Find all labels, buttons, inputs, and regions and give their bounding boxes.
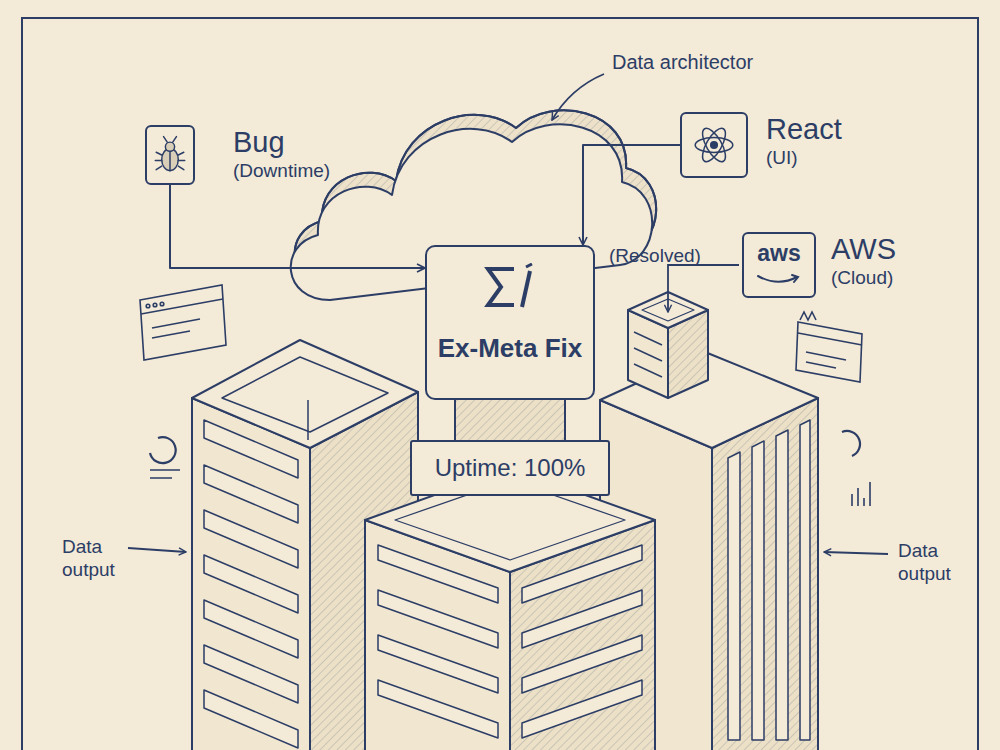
output-label: Data output	[898, 540, 970, 586]
icon-subtitle: (UI)	[766, 147, 842, 170]
callout-label: Data architector	[612, 50, 753, 74]
bug-icon	[147, 127, 193, 183]
icon-subtitle: (Cloud)	[831, 267, 896, 290]
box-content: aws	[744, 234, 814, 296]
connector-arrow	[170, 185, 425, 268]
box-text: aws	[757, 240, 800, 268]
icon-caption: Bug(Downtime)	[233, 125, 330, 183]
aws-smile-arrow	[754, 272, 804, 288]
middle-building	[365, 398, 655, 750]
icon-heading: Bug	[233, 125, 330, 160]
bug-icon-box: Bug(Downtime)	[145, 125, 195, 185]
icon-caption: AWS(Cloud)	[831, 232, 896, 290]
uptime-box: Uptime: 100%	[410, 440, 610, 496]
box-content	[682, 114, 746, 176]
box-content: Ex-Meta Fix	[427, 247, 593, 398]
output-label: Data output	[62, 536, 134, 582]
react-icon-box: React(UI)	[680, 112, 748, 178]
box-text: Uptime: 100%	[435, 454, 586, 483]
box-content	[147, 127, 193, 183]
sigma-logo	[480, 263, 540, 311]
resolved-fix-box: (Resolved)Ex-Meta Fix	[425, 245, 595, 400]
page-frame	[22, 18, 978, 750]
react-icon	[682, 114, 746, 176]
icon-heading: AWS	[831, 232, 896, 267]
icon-heading: React	[766, 112, 842, 147]
aws-icon-box: AWS(Cloud)aws	[742, 232, 816, 298]
icon-caption: React(UI)	[766, 112, 842, 170]
box-content: Uptime: 100%	[412, 442, 608, 494]
leader-lines	[128, 74, 888, 554]
icon-subtitle: (Downtime)	[233, 160, 330, 183]
icon-subtitle: (Resolved)	[609, 245, 701, 268]
box-text: Ex-Meta Fix	[438, 333, 583, 364]
icon-caption: (Resolved)	[609, 245, 701, 268]
connector-arrow	[583, 145, 680, 245]
